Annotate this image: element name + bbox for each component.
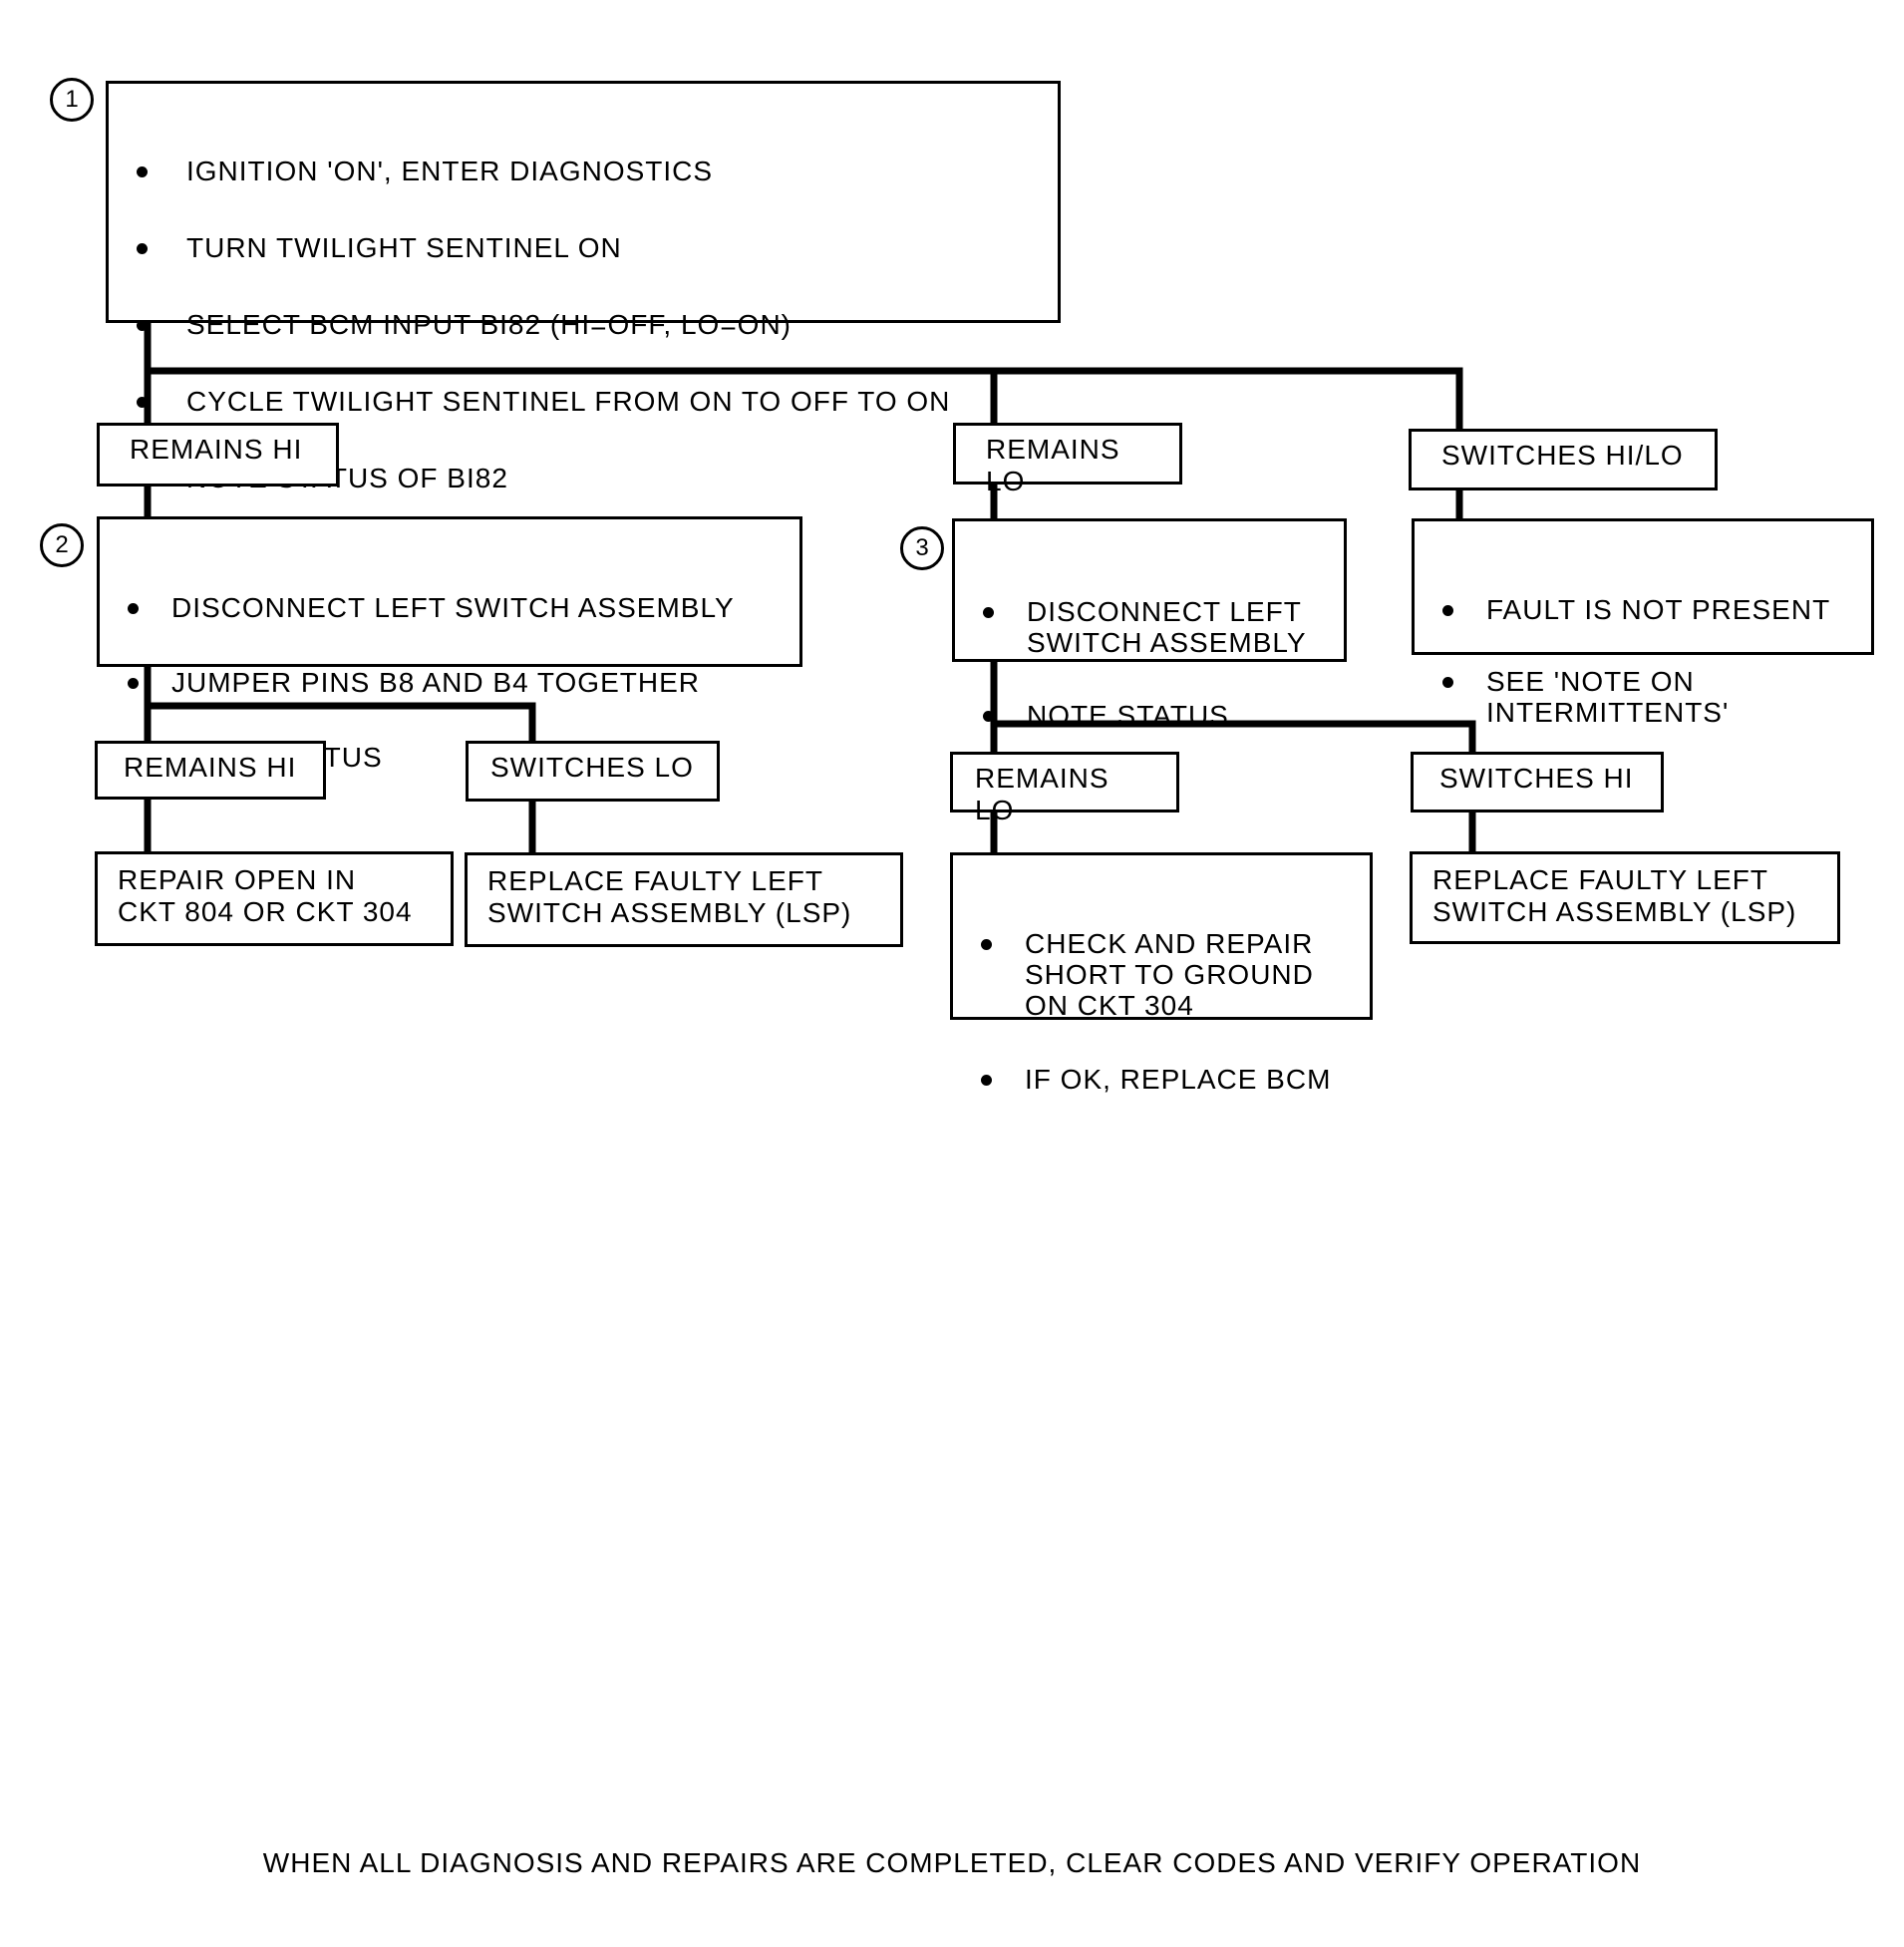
step-2-marker: 2 <box>40 523 84 567</box>
step-3-item: DISCONNECT LEFT SWITCH ASSEMBLY <box>977 596 1322 658</box>
branch-remains-lo: REMAINS LO <box>953 423 1182 496</box>
step-2-branch-switches-lo: SWITCHES LO <box>466 741 720 802</box>
step-3-result-list: CHECK AND REPAIR SHORT TO GROUND ON CKT … <box>975 897 1348 1126</box>
branch-remains-hi: REMAINS HI <box>97 423 339 487</box>
step-3-result-item: CHECK AND REPAIR SHORT TO GROUND ON CKT … <box>975 928 1348 1021</box>
step-2-box: DISCONNECT LEFT SWITCH ASSEMBLY JUMPER P… <box>97 516 802 773</box>
step-1-marker: 1 <box>50 78 94 122</box>
step-3-list: DISCONNECT LEFT SWITCH ASSEMBLY NOTE STA… <box>977 565 1322 762</box>
step-3-branch-switches-hi: SWITCHES HI <box>1411 752 1664 812</box>
result-hilo-item: SEE 'NOTE ON INTERMITTENTS' <box>1436 666 1736 728</box>
step-1-item: SELECT BCM INPUT BI82 (HI=OFF, LO=ON) <box>131 309 1036 341</box>
step-2-result-repair-open: REPAIR OPEN IN CKT 804 OR CKT 304 <box>95 851 454 946</box>
step-1-list: IGNITION 'ON', ENTER DIAGNOSTICS TURN TW… <box>131 124 1036 526</box>
step-2-item: JUMPER PINS B8 AND B4 TOGETHER <box>122 667 778 699</box>
result-fault-not-present: FAULT IS NOT PRESENT SEE 'NOTE ON INTERM… <box>1412 518 1874 728</box>
step-3-box: DISCONNECT LEFT SWITCH ASSEMBLY NOTE STA… <box>952 518 1347 731</box>
step-1-item: CYCLE TWILIGHT SENTINEL FROM ON TO OFF T… <box>131 386 1036 418</box>
step-3-marker: 3 <box>900 526 944 570</box>
step-1-item: IGNITION 'ON', ENTER DIAGNOSTICS <box>131 156 1036 187</box>
result-hilo-list: FAULT IS NOT PRESENT SEE 'NOTE ON INTERM… <box>1436 563 1849 759</box>
branch-switches-hi-lo: SWITCHES HI/LO <box>1409 429 1718 490</box>
step-3-result-item: IF OK, REPLACE BCM <box>975 1064 1348 1095</box>
result-hilo-item: FAULT IS NOT PRESENT <box>1436 594 1849 625</box>
step-3-result-replace-switch: REPLACE FAULTY LEFT SWITCH ASSEMBLY (LSP… <box>1410 851 1840 944</box>
step-2-result-replace-switch: REPLACE FAULTY LEFT SWITCH ASSEMBLY (LSP… <box>465 852 903 947</box>
step-1-item: TURN TWILIGHT SENTINEL ON <box>131 232 1036 264</box>
step-3-branch-remains-lo: REMAINS LO <box>950 752 1179 825</box>
completion-note: WHEN ALL DIAGNOSIS AND REPAIRS ARE COMPL… <box>262 1847 1642 1878</box>
step-3-item: NOTE STATUS <box>977 700 1322 731</box>
step-1-box: IGNITION 'ON', ENTER DIAGNOSTICS TURN TW… <box>106 81 1061 493</box>
step-2-branch-remains-hi: REMAINS HI <box>95 741 326 800</box>
step-2-item: DISCONNECT LEFT SWITCH ASSEMBLY <box>122 592 778 624</box>
step-3-result-check-short: CHECK AND REPAIR SHORT TO GROUND ON CKT … <box>950 852 1373 1095</box>
